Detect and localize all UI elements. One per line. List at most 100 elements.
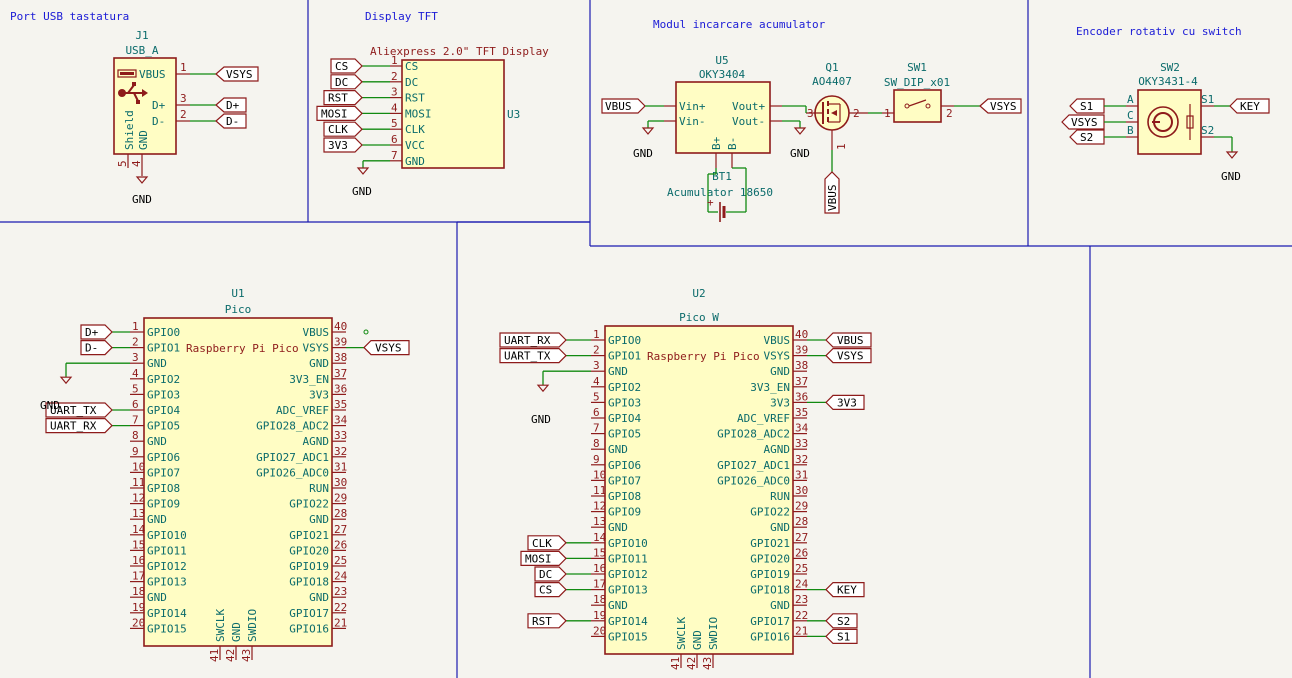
u1-pin-3: GND <box>147 357 167 370</box>
u3-pin-rst: RST <box>405 92 425 105</box>
q1-pin-3: 3 <box>807 107 814 120</box>
q1-ref: Q1 <box>825 61 838 74</box>
u1-pinnum-26: 26 <box>334 538 347 551</box>
u2-pinnum-6: 6 <box>593 406 600 419</box>
u2-pinnum-12: 12 <box>593 500 606 513</box>
u1-pin-23: GND <box>309 591 329 604</box>
u1-pinnum-10: 10 <box>132 460 145 473</box>
u1-pinnum-40: 40 <box>334 320 347 333</box>
u1-pin-17: GPIO13 <box>147 576 187 589</box>
u1-pin-6: GPIO4 <box>147 404 180 417</box>
sw2-gnd-label: GND <box>1221 170 1241 183</box>
u2-net-clk: CLK <box>532 537 552 550</box>
u2-pinnum-35: 35 <box>795 406 808 419</box>
u2-pinnum-36: 36 <box>795 390 808 403</box>
u2-pinnum-18: 18 <box>593 593 606 606</box>
u1-pin-19: GPIO14 <box>147 607 187 620</box>
u1-pinnum-20: 20 <box>132 616 145 629</box>
u1-pinnum-41: 41 <box>208 649 221 662</box>
u1-pin-25: GPIO19 <box>289 560 329 573</box>
u2-pin-24: GPIO18 <box>750 584 790 597</box>
encoder-knob-icon <box>1147 106 1179 138</box>
u1-pinnum-31: 31 <box>334 460 347 473</box>
u1-net-uart_tx: UART_TX <box>50 404 97 417</box>
u2-pin-11: GPIO8 <box>608 490 641 503</box>
u1-pinnum-1: 1 <box>132 320 139 333</box>
u1-pin-33: AGND <box>303 435 330 448</box>
net-label-dminus: D- <box>226 115 239 128</box>
u1-pinnum-29: 29 <box>334 492 347 505</box>
u2-net-uart_tx: UART_TX <box>504 350 551 363</box>
u3-desc: Aliexpress 2.0" TFT Display <box>370 45 549 58</box>
u1-pin-27: GPIO21 <box>289 529 329 542</box>
u2-pinnum-13: 13 <box>593 515 606 528</box>
u2-pin-22: GPIO17 <box>750 615 790 628</box>
u3-pinnum-6: 6 <box>391 133 398 146</box>
section-title-usb: Port USB tastatura <box>10 10 129 23</box>
u1-pinnum-38: 38 <box>334 351 347 364</box>
u1-pin-12: GPIO9 <box>147 498 180 511</box>
u2-pin-10: GPIO7 <box>608 474 641 487</box>
u2-pin-16: GPIO12 <box>608 568 648 581</box>
u2-pinnum-39: 39 <box>795 344 808 357</box>
net-label-dplus: D+ <box>226 99 240 112</box>
sw2-ref: SW2 <box>1160 61 1180 74</box>
u2-net-dc: DC <box>539 568 552 581</box>
u1-pin-2: GPIO1 <box>147 342 180 355</box>
u1-pin-42: GND <box>230 622 243 642</box>
u2-pin-32: GPIO27_ADC1 <box>717 459 790 472</box>
u1-pin-15: GPIO11 <box>147 544 187 557</box>
u2-pin-1: GPIO0 <box>608 334 641 347</box>
u3-pinnum-4: 4 <box>391 101 398 114</box>
u2-net-uart_rx: UART_RX <box>504 334 551 347</box>
u2-pin-9: GPIO6 <box>608 459 641 472</box>
sw1-ref: SW1 <box>907 61 927 74</box>
u2-pin-35: ADC_VREF <box>737 412 790 425</box>
u1-pin-36: 3V3 <box>309 388 329 401</box>
u2-net-s1: S1 <box>837 630 850 643</box>
u2-pinnum-28: 28 <box>795 515 808 528</box>
u1-ref: U1 <box>231 287 244 300</box>
u1-pin-7: GPIO5 <box>147 420 180 433</box>
u2-desc: Raspberry Pi Pico <box>647 350 760 363</box>
u2-pin-8: GND <box>608 443 628 456</box>
u2-pin-30: RUN <box>770 490 790 503</box>
switch-sw1: SW1 SW_DIP_x01 1 2 VSYS <box>868 61 1022 123</box>
u3-pin-vcc: VCC <box>405 139 425 152</box>
u3-pinnum-2: 2 <box>391 70 398 83</box>
u5-ref: U5 <box>715 54 728 67</box>
u1-pin-13: GND <box>147 513 167 526</box>
u2-pin-43: SWDIO <box>707 617 720 650</box>
u2-pinnum-30: 30 <box>795 484 808 497</box>
u2-net-cs: CS <box>539 584 552 597</box>
u3-pinnum-1: 1 <box>391 54 398 67</box>
u2-net-s2: S2 <box>837 615 850 628</box>
u1-pin-29: GPIO22 <box>289 498 329 511</box>
u1-pin-4: GPIO2 <box>147 373 180 386</box>
u2-pin-7: GPIO5 <box>608 428 641 441</box>
sw2-net-key: KEY <box>1240 100 1260 113</box>
sw1-pin-2: 2 <box>946 107 953 120</box>
u1-pinnum-23: 23 <box>334 585 347 598</box>
u3-gnd-label: GND <box>352 185 372 198</box>
u2-pin-34: GPIO28_ADC2 <box>717 428 790 441</box>
u1-pin-9: GPIO6 <box>147 451 180 464</box>
u2-pinnum-25: 25 <box>795 562 808 575</box>
sw2-net-s1: S1 <box>1080 100 1093 113</box>
u2-pin-40: VBUS <box>764 334 791 347</box>
j1-pin-vbus: VBUS <box>139 68 166 81</box>
u2-pin-2: GPIO1 <box>608 350 641 363</box>
u3-net-rst: RST <box>328 92 348 105</box>
u1-pinnum-2: 2 <box>132 336 139 349</box>
u1-pinnum-28: 28 <box>334 507 347 520</box>
u2-pinnum-29: 29 <box>795 500 808 513</box>
u3-net-3v3: 3V3 <box>328 139 348 152</box>
u2-pinnum-15: 15 <box>593 546 606 559</box>
q1-pin-2: 2 <box>853 107 860 120</box>
sw2-pin-c: C <box>1127 109 1134 122</box>
usb-connector-j1: J1 USB_A VBUS D+ D- 1 3 2 Shield GND 5 4… <box>113 29 259 206</box>
section-title-charger: Modul incarcare acumulator <box>653 18 826 31</box>
u2-pin-23: GND <box>770 599 790 612</box>
u3-pin-mosi: MOSI <box>405 107 432 120</box>
